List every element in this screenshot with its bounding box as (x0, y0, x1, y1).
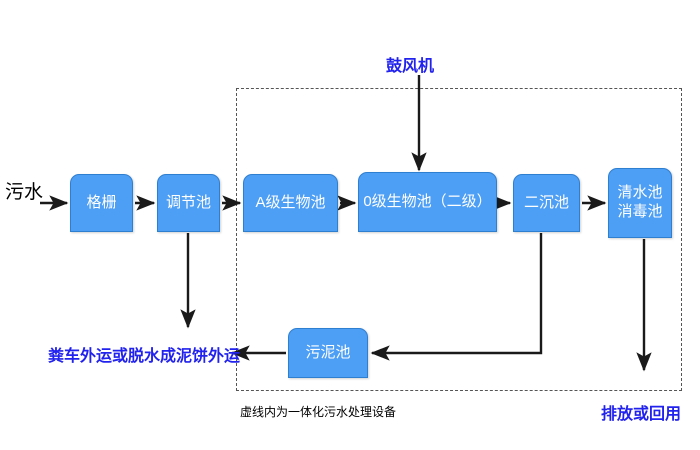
blower-label: 鼓风机 (386, 58, 435, 75)
node-bio-tank-o-label: 0级生物池（二级） (363, 193, 492, 211)
node-clearwater-disinfection-tank[interactable]: 清水池 消毒池 (608, 168, 672, 238)
node-grid-label: 格栅 (86, 194, 117, 212)
node-clearwater-label: 清水池 (617, 184, 663, 202)
node-sludge-tank[interactable]: 污泥池 (288, 328, 368, 378)
sludge-disposal-label: 粪车外运或脱水成泥饼外运 (48, 348, 241, 365)
node-regulating-tank-label: 调节池 (165, 194, 211, 212)
node-bio-tank-o[interactable]: 0级生物池（二级） (358, 172, 497, 232)
node-disinfection-label: 消毒池 (617, 203, 663, 220)
node-secondary-settling-tank-label: 二沉池 (523, 194, 569, 212)
node-sludge-tank-label: 污泥池 (305, 344, 351, 362)
equipment-boundary-caption: 虚线内为一体化污水处理设备 (240, 405, 397, 419)
node-secondary-settling-tank[interactable]: 二沉池 (513, 174, 580, 232)
discharge-reuse-label: 排放或回用 (601, 406, 682, 423)
node-regulating-tank[interactable]: 调节池 (157, 174, 220, 232)
influent-label: 污水 (5, 182, 44, 203)
node-grid[interactable]: 格栅 (70, 174, 133, 232)
integrated-equipment-boundary (236, 88, 682, 391)
node-bio-tank-a[interactable]: A级生物池 (243, 174, 338, 232)
node-bio-tank-a-label: A级生物池 (255, 194, 326, 212)
